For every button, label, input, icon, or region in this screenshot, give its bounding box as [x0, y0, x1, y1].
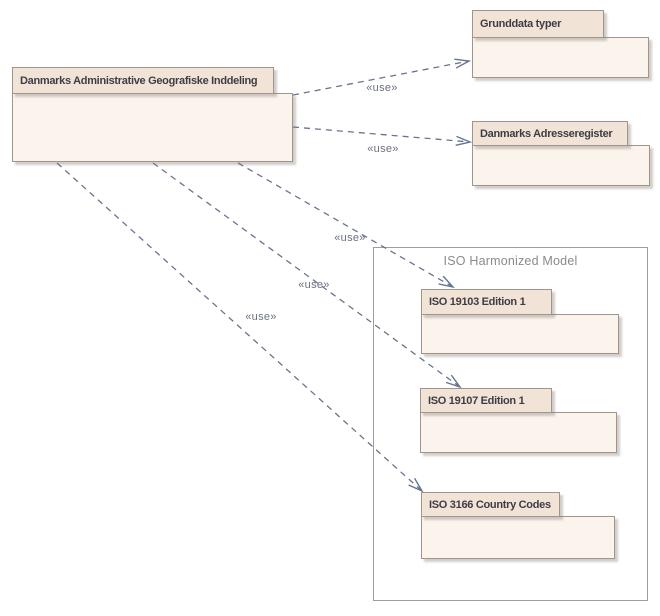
package-iso-19107-tab[interactable]: ISO 19107 Edition 1 [420, 388, 552, 413]
package-iso-19107-title: ISO 19107 Edition 1 [428, 394, 525, 407]
use-stereotype-label: «use» [298, 279, 330, 291]
package-adresseregister-tab[interactable]: Danmarks Adresseregister [472, 121, 628, 146]
package-iso-3166-body[interactable] [421, 516, 615, 559]
use-stereotype-label: «use» [245, 311, 277, 323]
package-iso-19107-body[interactable] [420, 412, 617, 453]
package-iso-19103-body[interactable] [421, 314, 619, 354]
package-iso-3166-title: ISO 3166 Country Codes [429, 498, 551, 511]
dependency-use-adresseregister [292, 126, 473, 146]
package-grunddata-typer-tab[interactable]: Grunddata typer [472, 10, 604, 38]
package-dagi-tab[interactable]: Danmarks Administrative Geografiske Indd… [12, 67, 274, 94]
boundary-label: ISO Harmonized Model [443, 254, 578, 268]
package-dagi-title: Danmarks Administrative Geografiske Indd… [20, 74, 258, 87]
use-stereotype-label: «use» [366, 82, 398, 94]
package-iso-19103-tab[interactable]: ISO 19103 Edition 1 [421, 289, 552, 315]
package-grunddata-typer-title: Grunddata typer [480, 18, 562, 30]
package-adresseregister-body[interactable] [472, 145, 650, 186]
package-dagi-body[interactable] [12, 93, 293, 162]
dependency-use-iso-3166 [56, 162, 424, 493]
use-stereotype-label: «use» [334, 232, 366, 244]
package-iso-19103-title: ISO 19103 Edition 1 [429, 296, 526, 308]
package-grunddata-typer-body[interactable] [472, 37, 649, 78]
package-adresseregister-title: Danmarks Adresseregister [480, 127, 613, 140]
package-iso-3166-tab[interactable]: ISO 3166 Country Codes [421, 492, 560, 517]
use-stereotype-label: «use» [367, 143, 399, 155]
